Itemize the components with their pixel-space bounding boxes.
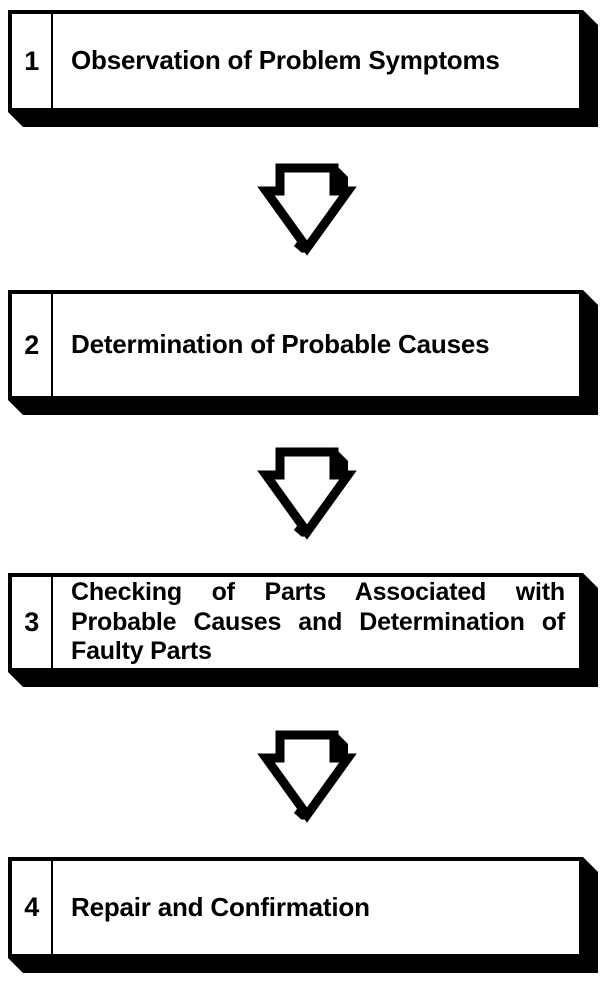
step-2-number: 2 — [24, 329, 39, 360]
step-1-frame: 1 Observation of Problem Symptoms — [8, 10, 583, 112]
step-3-label: Checking of Parts Associated with Probab… — [71, 578, 565, 666]
step-3-body: Checking of Parts Associated with Probab… — [53, 577, 579, 668]
down-arrow-icon-1 — [252, 158, 357, 258]
flow-step-2[interactable]: 2 Determination of Probable Causes — [8, 290, 598, 415]
flow-step-1[interactable]: 1 Observation of Problem Symptoms — [8, 10, 598, 127]
step-3-number-cell: 3 — [12, 577, 53, 668]
step-1-label: Observation of Problem Symptoms — [71, 45, 500, 76]
step-1-number: 1 — [24, 45, 39, 76]
step-4-frame: 4 Repair and Confirmation — [8, 857, 583, 958]
flow-step-3[interactable]: 3 Checking of Parts Associated with Prob… — [8, 573, 598, 687]
step-4-label: Repair and Confirmation — [71, 891, 370, 922]
step-4-number-cell: 4 — [12, 861, 53, 954]
step-2-frame: 2 Determination of Probable Causes — [8, 290, 583, 400]
step-3-frame: 3 Checking of Parts Associated with Prob… — [8, 573, 583, 672]
step-4-body: Repair and Confirmation — [53, 861, 579, 954]
step-4-number: 4 — [24, 892, 39, 922]
flow-step-4[interactable]: 4 Repair and Confirmation — [8, 857, 598, 973]
step-2-number-cell: 2 — [12, 294, 53, 396]
step-1-body: Observation of Problem Symptoms — [53, 14, 579, 108]
step-2-label: Determination of Probable Causes — [71, 329, 490, 360]
down-arrow-icon-2 — [252, 442, 357, 542]
down-arrow-icon-3 — [252, 725, 357, 825]
step-1-number-cell: 1 — [12, 14, 53, 108]
step-3-number: 3 — [24, 607, 39, 637]
step-2-body: Determination of Probable Causes — [53, 294, 579, 396]
